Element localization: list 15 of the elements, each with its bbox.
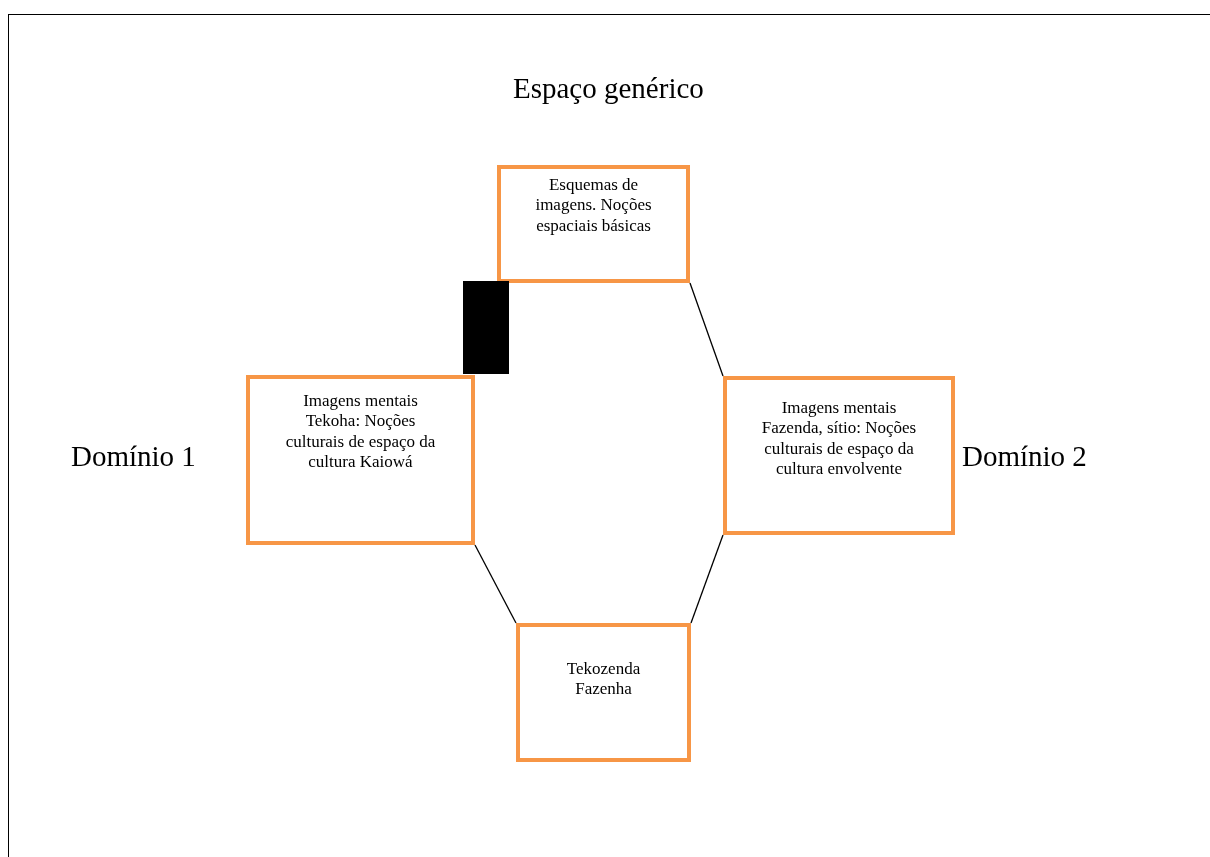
filled-bar: [463, 281, 509, 374]
domain-label: Domínio 1: [71, 440, 196, 473]
concept-box: [723, 376, 955, 535]
connector-line: [474, 544, 517, 624]
box-text: Imagens mentais Tekoha: Noções culturais de espaço da cultura Kaiowá: [284, 391, 437, 473]
box-text: Imagens mentais Fazenda, sítio: Noções culturais de espaço da cultura envolvente: [760, 398, 918, 480]
connector-line: [689, 282, 724, 377]
connector-line: [690, 534, 724, 624]
concept-box: [497, 165, 690, 283]
concept-box: [516, 623, 691, 762]
domain-label: Domínio 2: [962, 440, 1087, 473]
box-text: Tekozenda Fazenha: [565, 659, 642, 700]
diagram-title: Espaço genérico: [513, 72, 704, 105]
box-text: Esquemas de imagens. Noções espaciais básicas: [534, 175, 653, 237]
concept-box: [246, 375, 475, 545]
